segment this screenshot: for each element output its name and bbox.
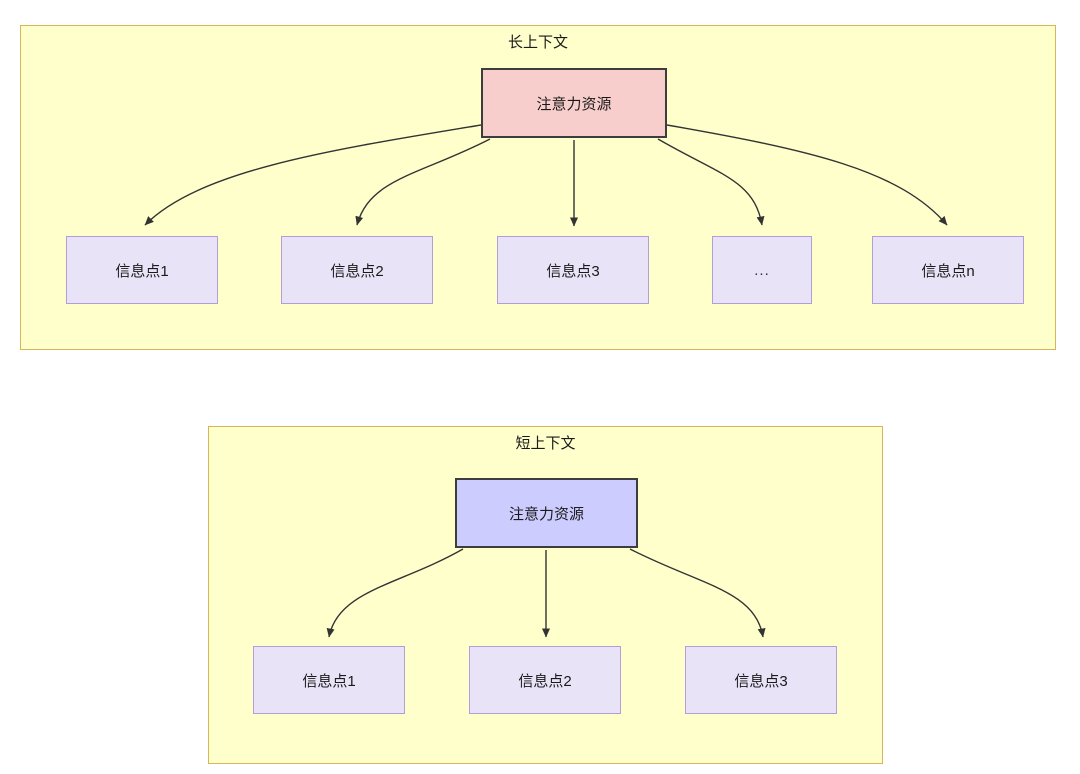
short-context-attention-node[interactable]: 注意力资源 [455,478,638,548]
long-context-info-node-2[interactable]: 信息点2 [281,236,433,304]
long-context-info-label-1: 信息点1 [115,262,169,280]
long-context-info-label-ellipsis: ... [754,261,770,279]
short-context-info-label-2: 信息点2 [518,672,572,690]
long-context-info-label-3: 信息点3 [546,262,600,280]
short-context-title: 短上下文 [515,435,576,452]
long-context-info-label-2: 信息点2 [330,262,384,280]
long-context-info-node-n[interactable]: 信息点n [872,236,1024,304]
long-context-title: 长上下文 [507,34,568,51]
long-context-info-node-ellipsis[interactable]: ... [712,236,812,304]
long-context-attention-node[interactable]: 注意力资源 [481,68,667,138]
short-context-info-node-1[interactable]: 信息点1 [253,646,405,714]
long-context-info-node-3[interactable]: 信息点3 [497,236,649,304]
short-context-info-label-3: 信息点3 [734,672,788,690]
long-context-attention-label: 注意力资源 [536,95,612,113]
long-context-info-node-1[interactable]: 信息点1 [66,236,218,304]
short-context-info-label-1: 信息点1 [302,672,356,690]
long-context-info-label-n: 信息点n [921,262,975,280]
short-context-attention-label: 注意力资源 [508,505,584,523]
short-context-info-node-3[interactable]: 信息点3 [685,646,837,714]
short-context-info-node-2[interactable]: 信息点2 [469,646,621,714]
